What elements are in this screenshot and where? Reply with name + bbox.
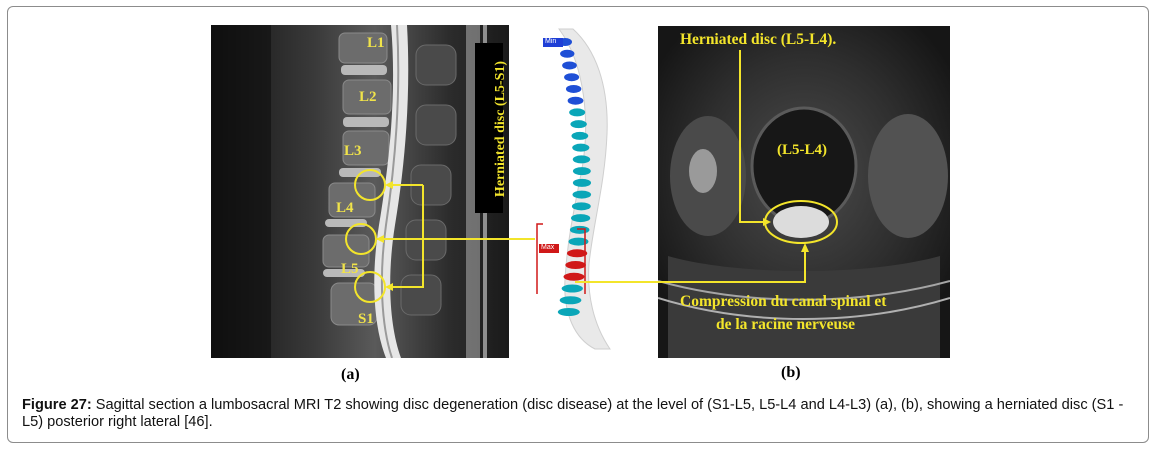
sagittal-mri-image: L1 L2 L3 L4 L5 S1 Herniated disc (L5-S1) bbox=[211, 25, 509, 358]
vertebra-label-l2: L2 bbox=[359, 89, 377, 105]
vertebra-segment bbox=[557, 308, 580, 316]
vertebra-segment bbox=[559, 296, 582, 305]
axial-mri-image: Herniated disc (L5-L4). (L5-L4) Compress… bbox=[658, 26, 950, 358]
vertebra-segment bbox=[566, 249, 588, 258]
vertebra-segment bbox=[564, 73, 580, 82]
panel-label-a: (a) bbox=[341, 366, 360, 383]
max-tag-box bbox=[539, 244, 559, 253]
vertebra-segment bbox=[572, 167, 591, 176]
vertebra-segment bbox=[569, 225, 590, 234]
spine-model-drawing bbox=[536, 28, 611, 350]
vertebra-segment bbox=[565, 84, 582, 93]
panel-label-b: (b) bbox=[781, 364, 801, 381]
vertebra-segment bbox=[571, 131, 589, 140]
vertebra-segment bbox=[572, 155, 591, 164]
vertebra-segment bbox=[572, 143, 590, 152]
sagittal-mri-drawing bbox=[211, 25, 509, 358]
vertebra-segment bbox=[561, 284, 583, 293]
vertebra-segment bbox=[571, 214, 591, 223]
herniated-disc-label: Herniated disc (L5-L4). bbox=[680, 31, 837, 48]
compression-label-line2: de la racine nerveuse bbox=[716, 316, 856, 333]
compression-label-line1: Compression du canal spinal et bbox=[680, 293, 887, 310]
max-tag-label: Max bbox=[541, 244, 555, 251]
figure-caption: Figure 27: Sagittal section a lumbosacra… bbox=[22, 397, 1137, 431]
min-tag-label: Min bbox=[545, 38, 557, 45]
vertebra-label-l4: L4 bbox=[336, 200, 354, 216]
vertebra-segment bbox=[572, 178, 592, 187]
vertebra-segment bbox=[563, 272, 585, 281]
vertebra-label-l1: L1 bbox=[367, 35, 385, 51]
vertebra-segment bbox=[569, 108, 586, 117]
vertebra-segment bbox=[565, 261, 586, 270]
disc-level-label: (L5-L4) bbox=[777, 142, 827, 158]
figure-number: Figure 27: bbox=[22, 397, 92, 413]
axial-mri-drawing bbox=[658, 26, 950, 358]
vertebra-segment bbox=[567, 96, 584, 105]
caption-text: Sagittal section a lumbosacral MRI T2 sh… bbox=[22, 397, 1124, 430]
spine-model-image: Min Max bbox=[515, 24, 625, 354]
vertebra-label-s1: S1 bbox=[358, 311, 374, 327]
vertebra-segment bbox=[562, 61, 577, 70]
vertebra-segment bbox=[570, 120, 587, 129]
vertebra-segment bbox=[572, 190, 592, 199]
vertebra-segment bbox=[568, 237, 589, 246]
min-tag-box bbox=[543, 38, 563, 47]
herniated-disc-vertical-label: Herniated disc (L5-S1) bbox=[493, 60, 508, 198]
vertebra-label-l3: L3 bbox=[344, 143, 362, 159]
vertebra-segment bbox=[560, 49, 575, 58]
vertebra-segment bbox=[571, 202, 591, 211]
vertebra-label-l5: L5 bbox=[341, 261, 359, 277]
